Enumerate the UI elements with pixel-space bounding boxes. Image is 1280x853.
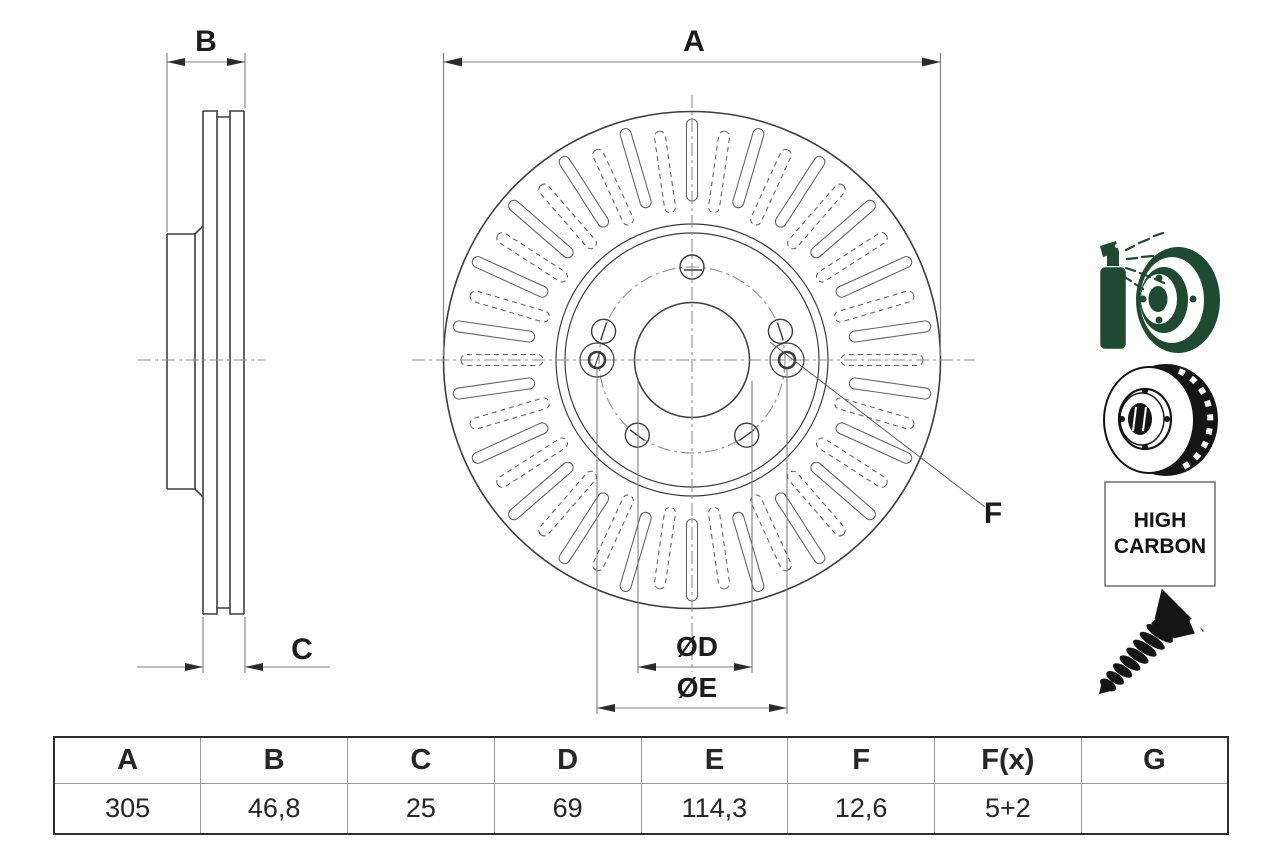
spec-header-fx: F(x) [934, 736, 1082, 784]
spec-table: A B C D E F F(x) G 305 46,8 25 69 114,3 … [53, 736, 1229, 835]
vent-slot [834, 397, 915, 430]
spec-value-c: 25 [347, 783, 495, 835]
vent-slot [732, 128, 765, 209]
dimension-b: B [166, 25, 246, 232]
dimension-c-label: C [291, 633, 313, 666]
spray-dashes [1121, 231, 1170, 291]
spec-value-e: 114,3 [640, 783, 789, 835]
coated-disc-spray-icon [1097, 231, 1220, 353]
spec-header-d: D [493, 736, 642, 784]
front-view: F [412, 95, 1002, 672]
vent-slot [653, 506, 677, 590]
vent-slot [558, 155, 610, 228]
vent-slot [496, 437, 569, 488]
dimension-d: ØD [637, 381, 753, 673]
vent-slot [558, 492, 610, 565]
vent-slot [815, 437, 888, 488]
vent-slot [507, 461, 574, 521]
spec-value-g [1080, 783, 1229, 835]
spec-header-b: B [200, 736, 348, 784]
high-carbon-badge: HIGH CARBON [1104, 481, 1216, 587]
vent-slot [787, 470, 846, 537]
vent-slot [848, 320, 932, 343]
dimension-a-label: A [683, 25, 705, 58]
high-carbon-line2: CARBON [1114, 535, 1206, 558]
section-view [166, 110, 245, 615]
dimension-d-label: ØD [676, 631, 718, 662]
bolt-holes [590, 254, 794, 448]
vent-slot [774, 155, 826, 228]
spec-value-b: 46,8 [200, 783, 348, 835]
dimension-e-label: ØE [677, 672, 717, 703]
spec-table-value-row: 305 46,8 25 69 114,3 12,6 5+2 [53, 783, 1229, 835]
vent-slot [592, 148, 634, 226]
dimension-b-label: B [195, 25, 217, 58]
dimension-a: A [442, 25, 942, 356]
vent-slot [750, 494, 792, 572]
vent-slot [848, 377, 932, 400]
spec-value-d: 69 [493, 783, 642, 835]
technical-drawing-svg: B C [137, 25, 1220, 714]
spec-header-c: C [347, 736, 495, 784]
vent-slot [787, 183, 846, 250]
vent-slot [538, 183, 597, 250]
countersunk-screw-icon [1098, 588, 1206, 695]
vent-slot [707, 130, 731, 214]
vent-slot [471, 422, 549, 464]
vent-slot [835, 422, 913, 464]
vent-slot [469, 290, 550, 323]
spec-header-a: A [53, 736, 202, 784]
spec-value-a: 305 [53, 783, 202, 835]
vent-slot [810, 461, 877, 521]
dimension-c: C [137, 617, 330, 673]
vent-slot [452, 377, 536, 400]
vent-slot [732, 511, 765, 592]
spec-table-header-row: A B C D E F F(x) G [53, 736, 1229, 784]
vent-slot [810, 199, 877, 259]
dimension-f: F [769, 341, 1002, 530]
vent-slot [452, 320, 536, 343]
spec-header-f: F [787, 736, 935, 784]
spec-header-e: E [640, 736, 789, 784]
vent-slot [835, 256, 913, 298]
dimension-e: ØE [596, 369, 788, 714]
vent-slot [496, 232, 569, 283]
spec-header-g: G [1080, 736, 1229, 784]
vent-slot [834, 290, 915, 323]
vent-slot [707, 506, 731, 590]
vent-slot [592, 494, 634, 572]
vent-slot [653, 130, 677, 214]
vent-slot [750, 148, 792, 226]
spec-value-f: 12,6 [787, 783, 935, 835]
vent-slot [538, 470, 597, 537]
vent-slot [469, 397, 550, 430]
dimension-f-label: F [984, 497, 1002, 530]
vent-slot [619, 128, 652, 209]
vent-slot [471, 256, 549, 298]
vent-slot [774, 492, 826, 565]
vent-slot [815, 232, 888, 283]
vented-disc-icon [1103, 364, 1218, 476]
spec-value-fx: 5+2 [934, 783, 1082, 835]
vent-slot [507, 199, 574, 259]
high-carbon-line1: HIGH [1134, 509, 1187, 532]
vent-slot [619, 511, 652, 592]
bolt-circle [598, 266, 786, 454]
